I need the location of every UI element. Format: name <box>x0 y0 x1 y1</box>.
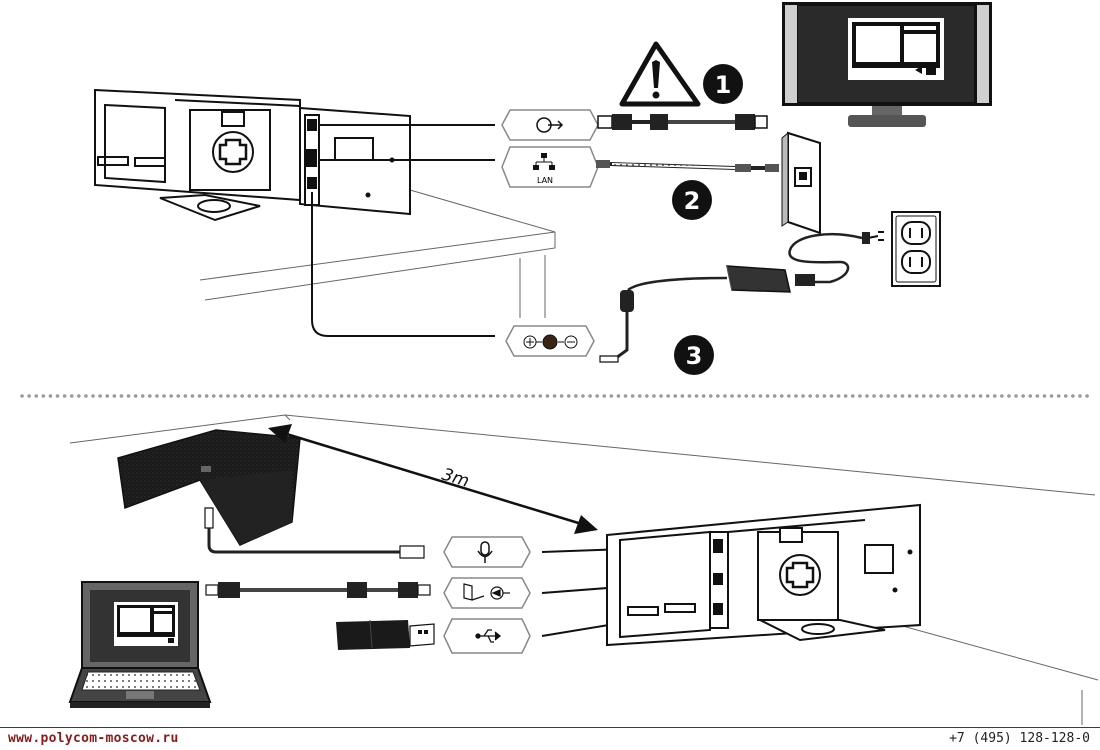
hdmi-cable <box>597 114 768 130</box>
power-adapter <box>599 231 884 363</box>
distance-arrow: 3m <box>268 424 598 534</box>
step-2-number: 2 <box>684 187 701 215</box>
footer-phone: +7 (495) 128-128-0 <box>949 731 1090 746</box>
lan-label: LAN <box>537 176 553 185</box>
video-unit-bottom <box>606 503 921 647</box>
video-in-port-label <box>443 577 531 609</box>
usb-port-label <box>443 618 531 654</box>
speakerphone <box>117 429 425 559</box>
content-input-icon <box>463 583 510 601</box>
step-3-number: 3 <box>686 342 703 370</box>
dc-polarity-icon <box>523 334 578 350</box>
top-section: LAN <box>94 2 992 375</box>
step-3-badge: 3 <box>674 335 714 375</box>
lan-cable <box>596 160 779 172</box>
wall-network-jack <box>781 131 821 235</box>
top-connector-lines <box>311 124 495 337</box>
network-icon <box>533 153 555 170</box>
usb-dongle <box>336 619 435 650</box>
mic-port-label <box>443 536 531 568</box>
warning-icon <box>619 41 701 107</box>
laptop <box>68 581 212 708</box>
footer-divider <box>0 727 1100 728</box>
bottom-table <box>69 414 1099 725</box>
distance-label: 3m <box>439 465 471 492</box>
video-cable <box>205 582 431 598</box>
hdmi-port-label <box>501 109 599 141</box>
lan-port-label: LAN <box>501 146 599 188</box>
monitor <box>782 2 992 127</box>
power-outlet <box>891 211 941 287</box>
footer-website[interactable]: www.polycom-moscow.ru <box>8 731 179 746</box>
top-table <box>199 189 556 318</box>
video-unit-top <box>94 88 411 222</box>
usb-icon <box>475 629 502 643</box>
step-2-badge: 2 <box>672 180 712 220</box>
step-1-number: 1 <box>715 71 732 99</box>
power-port-label <box>505 325 595 357</box>
microphone-icon <box>477 541 493 563</box>
bottom-section: 3m <box>68 414 1099 725</box>
step-1-badge: 1 <box>703 64 743 104</box>
